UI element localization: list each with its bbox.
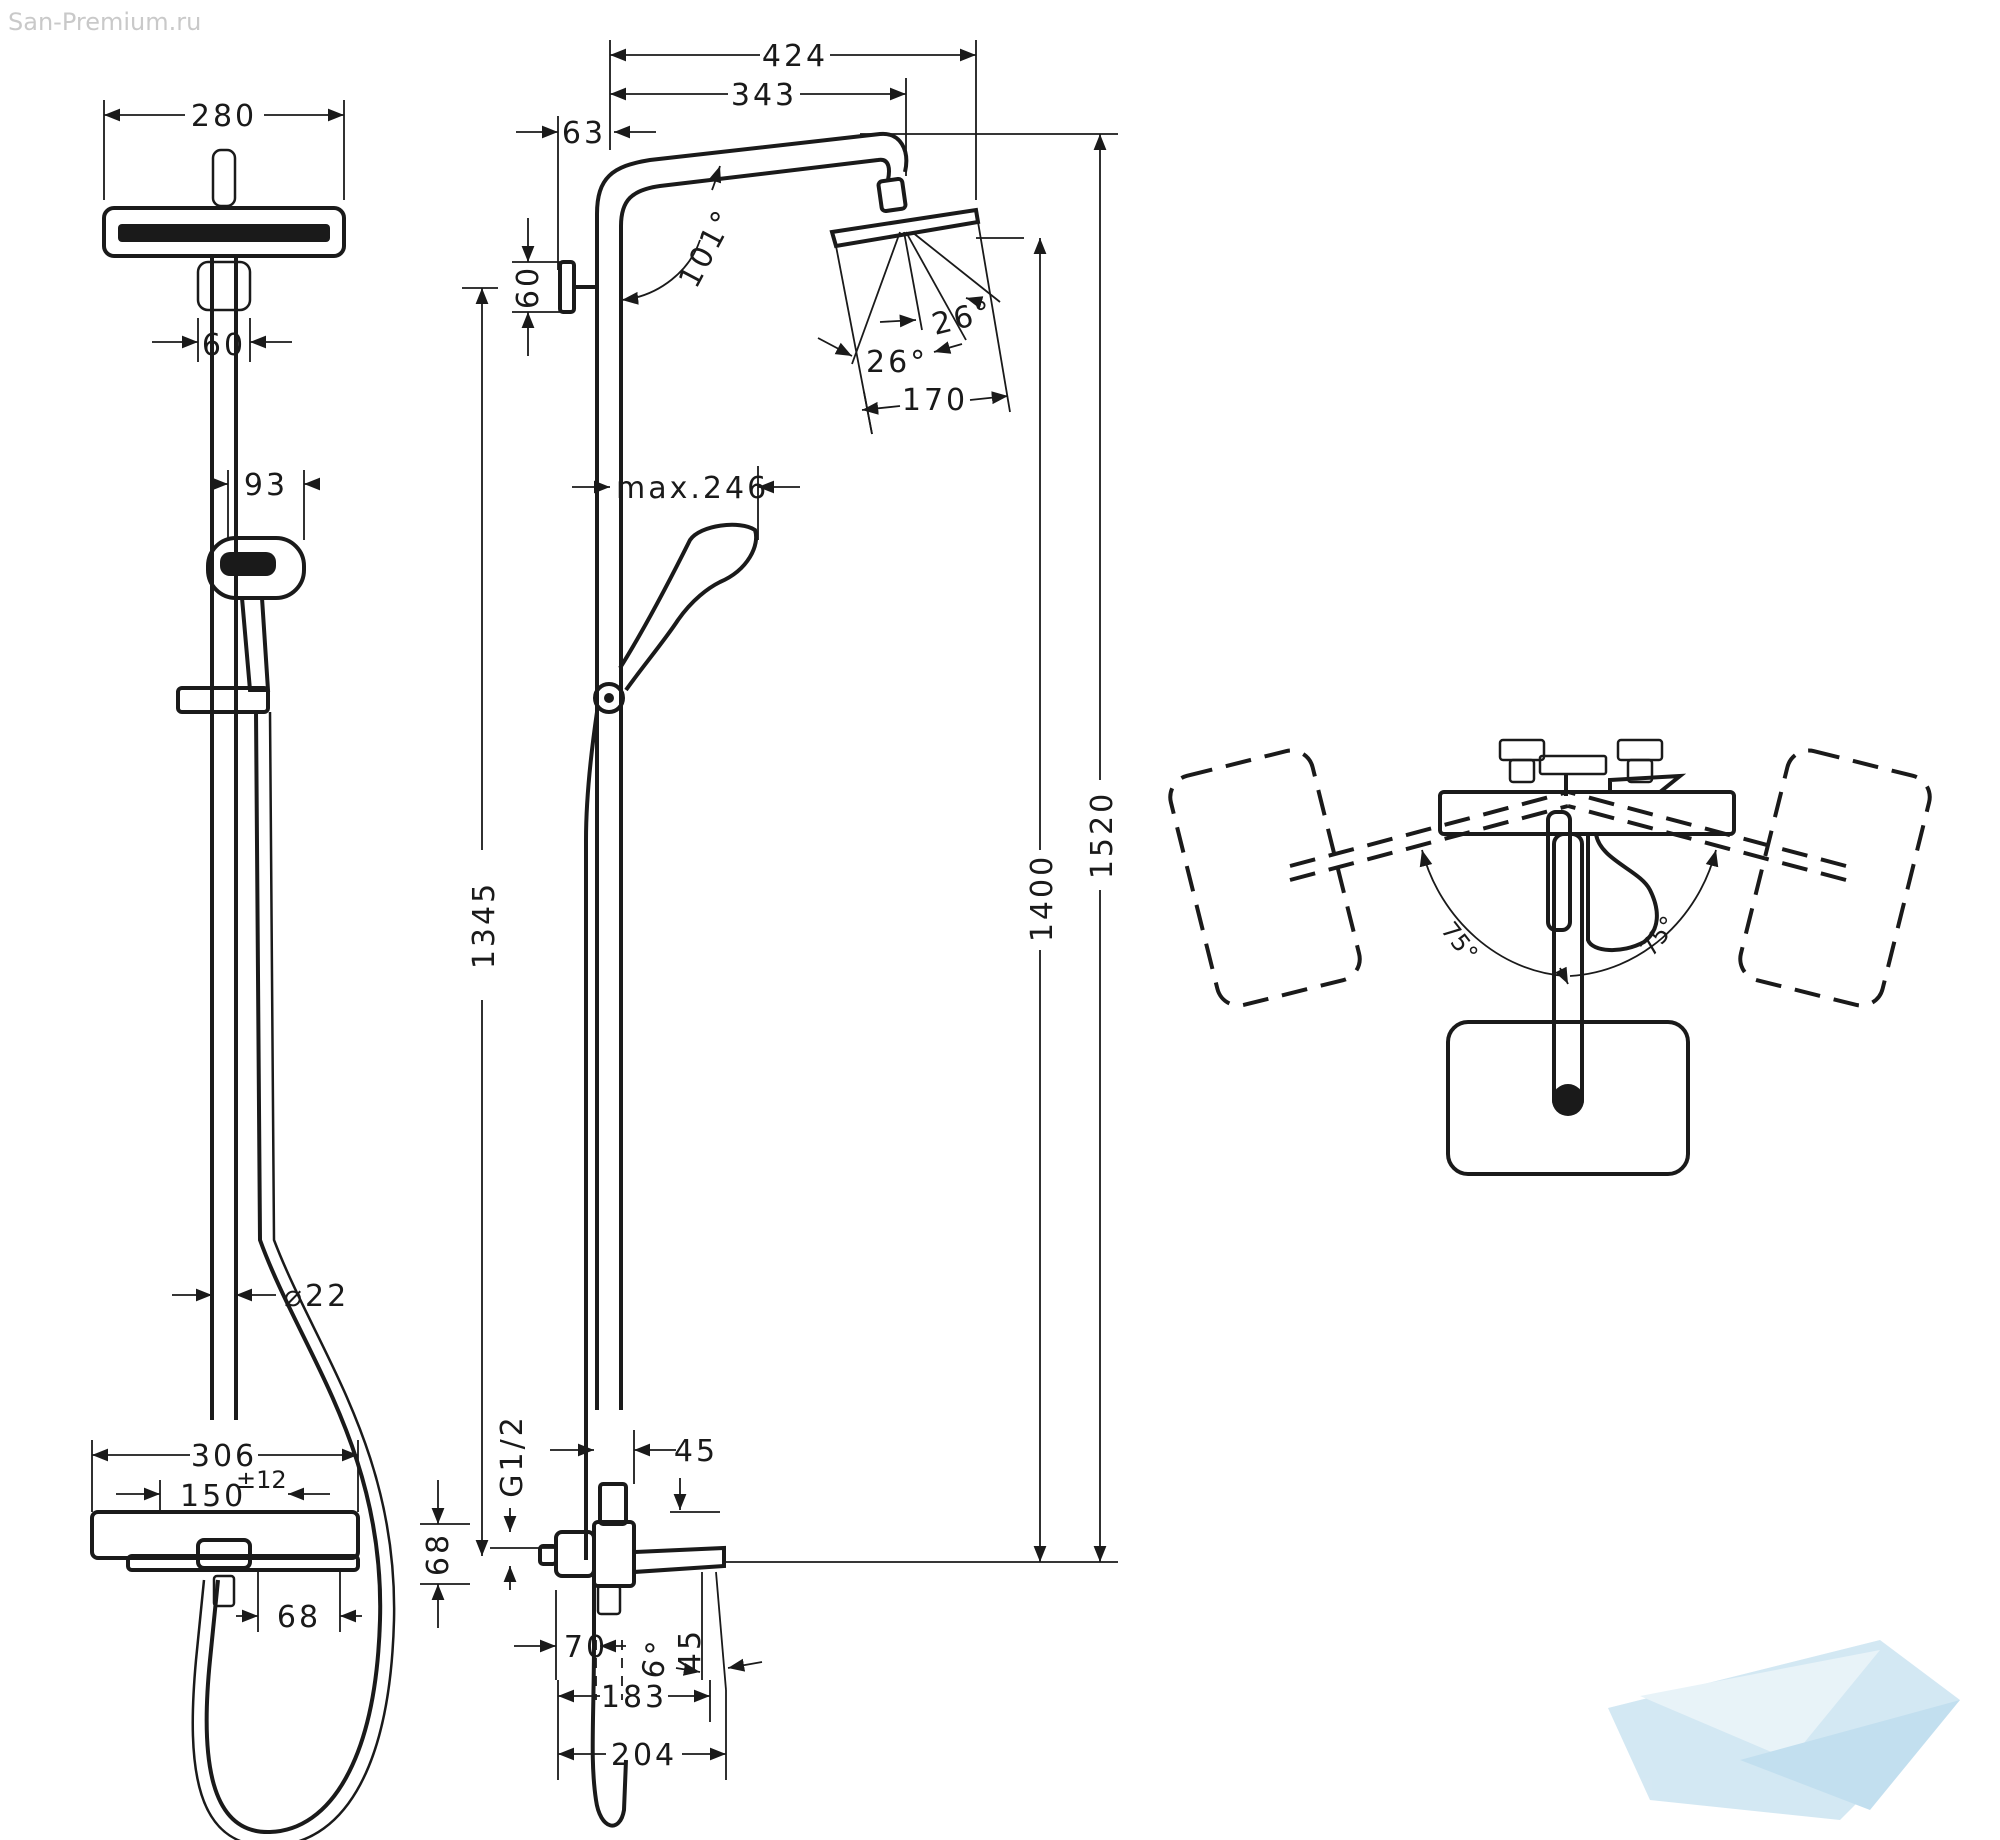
dim-1520: 1520 — [1085, 791, 1120, 879]
dim-1345: 1345 — [467, 881, 502, 969]
dim-60-front: 60 — [202, 328, 246, 363]
dim-45-top: 45 — [674, 1434, 718, 1469]
brand-logo — [1608, 1640, 1960, 1820]
overhead-shower-head — [102, 206, 346, 258]
hand-shower-top — [1586, 833, 1659, 953]
dim-diameter-22: ⌀22 — [284, 1279, 349, 1314]
dim-204: 204 — [611, 1738, 677, 1773]
dim-68-front: 68 — [277, 1600, 321, 1635]
hose-side — [584, 711, 599, 1560]
dim-343: 343 — [731, 78, 797, 113]
top-view: 75° 75° — [1168, 738, 1932, 1176]
thermostat-body — [90, 1510, 360, 1560]
dim-max-246: max.246 — [616, 471, 769, 506]
thermostat-spout — [196, 1538, 252, 1570]
hand-shower-handle — [240, 597, 271, 692]
hand-shower-head — [206, 536, 306, 600]
slider — [176, 686, 270, 714]
dim-306: 306 — [191, 1439, 257, 1474]
riser-and-arm-inner — [595, 131, 909, 1410]
watermark-text: San-Premium.ru — [8, 8, 202, 36]
dim-183: 183 — [601, 1680, 667, 1715]
dim-1400: 1400 — [1025, 854, 1060, 942]
angle-6: 6° — [635, 1636, 676, 1682]
slider-side — [593, 682, 625, 714]
dim-150: 150 — [180, 1479, 246, 1514]
overhead-connector — [211, 148, 237, 208]
hand-shower-side — [618, 522, 759, 692]
front-view: 280 60 93 ⌀22 306 150 ±12 68 — [90, 99, 396, 1840]
dim-150-tolerance: ±12 — [236, 1466, 287, 1494]
rotated-plate-left — [1168, 748, 1362, 1008]
angle-26-top: 26° — [928, 294, 997, 343]
dim-170: 170 — [902, 383, 968, 418]
dim-45-bottom: 45 — [673, 1628, 708, 1672]
angle-26-bottom: 26° — [866, 345, 928, 380]
hose-lower-side — [590, 1580, 628, 1828]
wall-bracket — [558, 260, 576, 314]
dim-g12: G1/2 — [495, 1414, 530, 1498]
angle-101: 101° — [672, 203, 742, 294]
hose — [204, 711, 383, 1835]
dim-60-side: 60 — [511, 265, 546, 309]
riser-and-arm-outer — [619, 157, 891, 1410]
dim-63: 63 — [562, 116, 606, 151]
wall-fitting-side — [554, 1530, 596, 1578]
dim-70: 70 — [564, 1630, 608, 1665]
dim-93: 93 — [244, 468, 288, 503]
overhead-nozzle-grid — [118, 224, 330, 242]
rotated-plate-right — [1738, 748, 1932, 1008]
spout-side — [632, 1545, 726, 1575]
side-view: 424 343 63 60 101° 26° 26° 170 max.246 — [420, 39, 1120, 1828]
arm-holder — [196, 260, 252, 312]
angle-75-left: 75° — [1435, 916, 1483, 967]
hose-outer — [191, 711, 396, 1840]
overhead-plate-top — [1446, 1020, 1690, 1176]
hose-connector — [212, 1574, 236, 1608]
dim-68-side: 68 — [421, 1532, 456, 1576]
mixer-body-side — [592, 1520, 636, 1588]
dim-280: 280 — [191, 99, 257, 134]
riser-connector-side — [598, 1482, 628, 1526]
dim-424: 424 — [762, 39, 828, 74]
